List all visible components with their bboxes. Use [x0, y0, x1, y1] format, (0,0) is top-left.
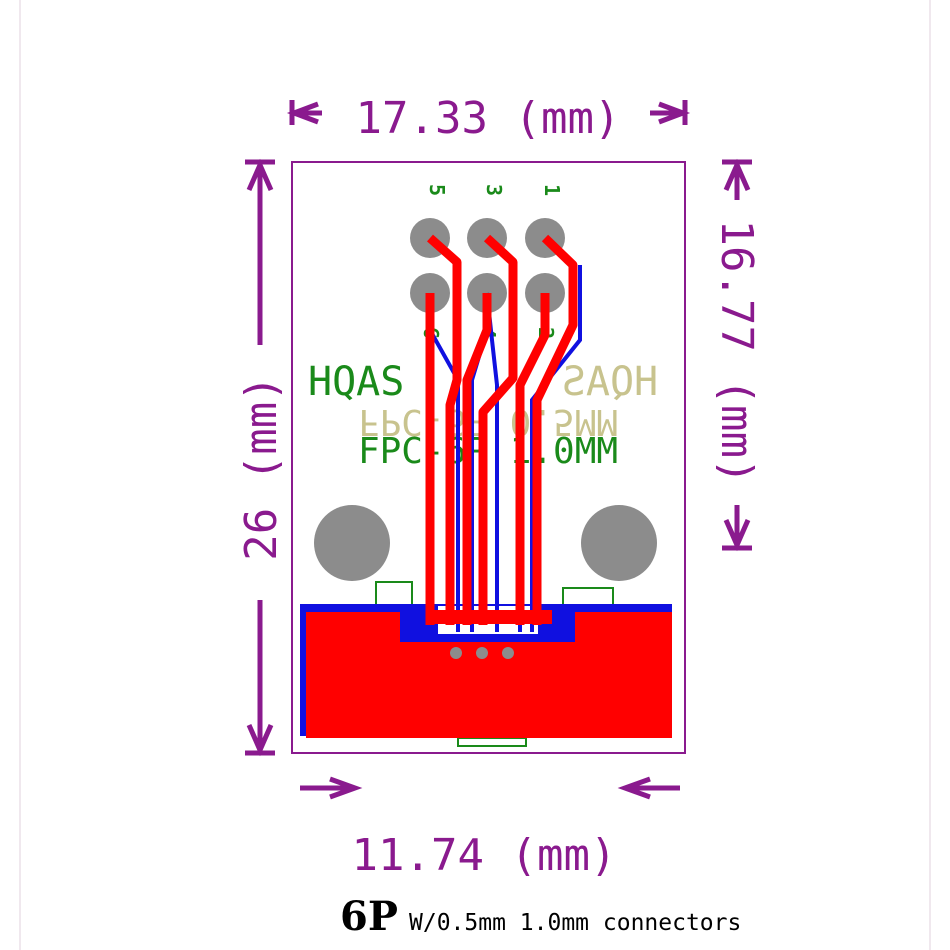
silk-fpc: FPC-6P 1.0MM — [358, 431, 618, 472]
pin-labels-top: 5 3 1 — [425, 184, 564, 196]
dimension-right — [722, 158, 752, 552]
traces-top-layer — [425, 234, 578, 625]
mounting-hole-left — [314, 505, 390, 581]
fpc-pad-red-center — [396, 642, 578, 738]
caption-text: W/0.5mm 1.0mm connectors — [409, 910, 742, 936]
test-points — [450, 647, 514, 659]
pin-label: 5 — [425, 184, 449, 196]
fpc-pad-red-right — [575, 612, 672, 738]
dimension-left — [245, 158, 275, 757]
product-caption: 6P W/0.5mm 1.0mm connectors — [340, 893, 741, 943]
fpc-contact-row — [426, 610, 552, 624]
dimension-right-label: 16.77 (mm) — [711, 220, 762, 485]
mounting-hole-right — [581, 505, 657, 581]
silk-right-mirrored: HQAS — [562, 359, 658, 405]
dimension-bottom — [300, 776, 680, 800]
pin-label: 3 — [482, 184, 506, 196]
fpc-pad-red-left — [306, 612, 400, 738]
pin-count: 6P — [340, 893, 398, 940]
dimension-bottom-label: 11.74 (mm) — [352, 830, 617, 881]
dimension-top — [286, 100, 691, 125]
dimension-top-label: 17.33 (mm) — [356, 93, 621, 144]
pin-label: 1 — [540, 184, 564, 196]
silk-left: HQAS — [308, 359, 404, 405]
dimension-left-label: 26 (mm) — [236, 375, 287, 560]
